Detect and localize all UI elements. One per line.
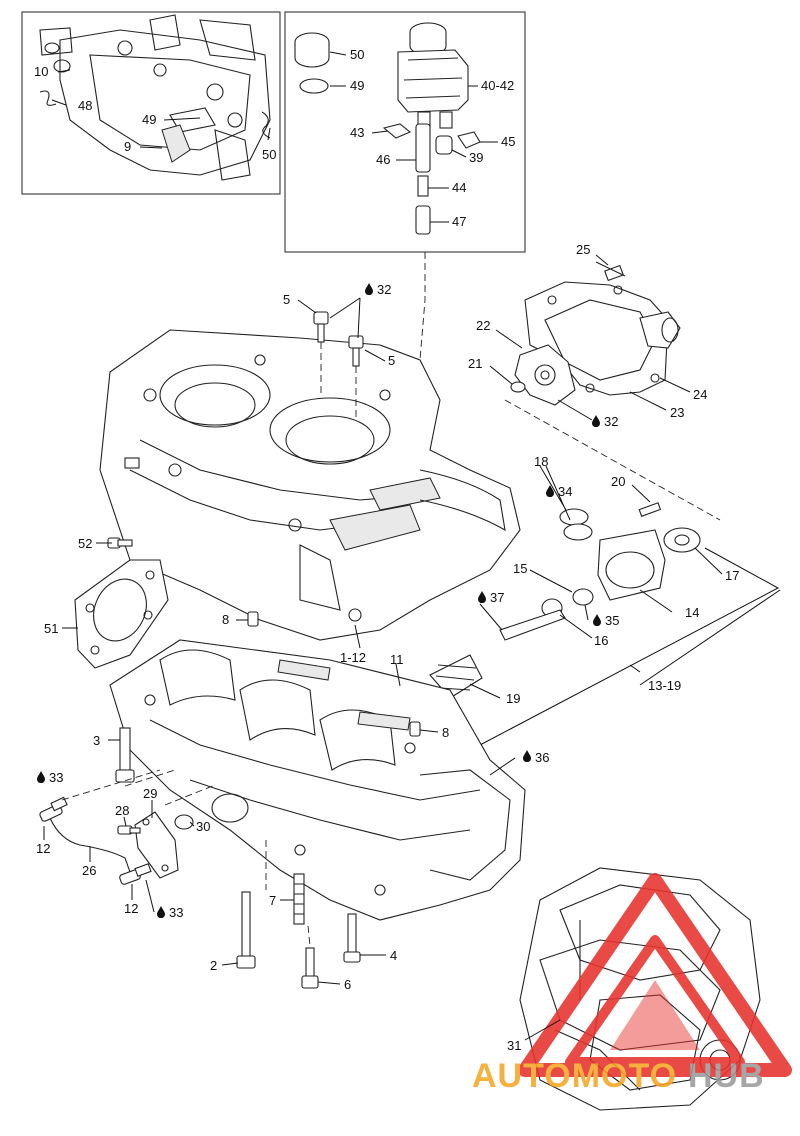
oil-drop-icon <box>593 614 601 626</box>
bottom-bolts-drawing <box>236 840 361 989</box>
dowel-pin-upper <box>247 611 259 627</box>
callout-25: 25 <box>576 242 590 257</box>
callout-29: 29 <box>143 786 157 801</box>
callout-49: 49 <box>142 112 156 127</box>
callout-12-lower: 12 <box>124 901 138 916</box>
callout-12-upper: 12 <box>36 841 50 856</box>
callout-50: 50 <box>262 147 276 162</box>
callout-31: 31 <box>507 1038 521 1053</box>
callout-23: 23 <box>670 405 684 420</box>
leader-lines <box>43 51 781 1041</box>
callout-39: 39 <box>469 150 483 165</box>
oil-drop-icon <box>523 750 531 762</box>
oil-drop-icon <box>592 415 600 427</box>
callout-52: 52 <box>78 536 92 551</box>
callout-19: 19 <box>506 691 520 706</box>
shaft-assembly-drawing <box>387 502 701 708</box>
water-pump-axis <box>504 399 721 521</box>
inset-left-drawing <box>39 14 271 181</box>
callout-5-upper: 5 <box>283 292 290 307</box>
callout-4: 4 <box>390 948 397 963</box>
callout-22: 22 <box>476 318 490 333</box>
callout-13-19: 13-19 <box>648 678 681 693</box>
callout-37: 37 <box>490 590 504 605</box>
callout-16: 16 <box>594 633 608 648</box>
callout-11: 11 <box>390 652 404 667</box>
callout-32-pump: 32 <box>604 414 618 429</box>
callout-44: 44 <box>452 180 466 195</box>
upper-crankcase-drawing <box>99 329 521 641</box>
callout-33-lower: 33 <box>169 905 183 920</box>
inset-box-left <box>21 11 281 195</box>
lower-crankcase-drawing <box>109 639 526 921</box>
bolts-5-drawing <box>313 311 364 420</box>
callout-45: 45 <box>501 134 515 149</box>
cover-29-drawing <box>117 784 216 879</box>
callout-labels: 10 48 49 9 50 50 49 40-42 43 45 46 39 44… <box>34 47 739 1053</box>
oil-drop-icon <box>157 906 165 918</box>
callout-9: 9 <box>124 139 131 154</box>
callout-51: 51 <box>44 621 58 636</box>
callout-17: 17 <box>725 568 739 583</box>
callout-6: 6 <box>344 977 351 992</box>
dowel-pin-lower <box>409 721 421 737</box>
callout-3: 3 <box>93 733 100 748</box>
cover-plate-drawing <box>74 537 169 669</box>
callout-14: 14 <box>685 605 699 620</box>
callout-24: 24 <box>693 387 707 402</box>
oil-drop-icon <box>478 591 486 603</box>
callout-8-lower: 8 <box>442 725 449 740</box>
callout-1-12: 1-12 <box>340 650 366 665</box>
callout-35: 35 <box>605 613 619 628</box>
watermark-text-automoto: AUTOMOTO <box>472 1057 677 1095</box>
oil-drop-icon <box>365 283 373 295</box>
callout-30: 30 <box>196 819 210 834</box>
callout-5-lower: 5 <box>388 353 395 368</box>
callout-34: 34 <box>558 484 572 499</box>
callout-26: 26 <box>82 863 96 878</box>
callout-50-cap: 50 <box>350 47 364 62</box>
water-pump-housing-drawing <box>510 261 681 406</box>
callout-7: 7 <box>269 893 276 908</box>
oil-line-drawing <box>39 769 161 885</box>
callout-15: 15 <box>513 561 527 576</box>
callout-28: 28 <box>115 803 129 818</box>
callout-10: 10 <box>34 64 48 79</box>
callout-2: 2 <box>210 958 217 973</box>
callout-36: 36 <box>535 750 549 765</box>
inset-oil-reservoir-drawing <box>294 22 481 235</box>
callout-21: 21 <box>468 356 482 371</box>
callout-32-upper: 32 <box>377 282 391 297</box>
callout-20: 20 <box>611 474 625 489</box>
callout-18: 18 <box>534 454 548 469</box>
inset-box-oil-reservoir <box>284 11 526 253</box>
callout-8-upper: 8 <box>222 612 229 627</box>
callout-40-42: 40-42 <box>481 78 514 93</box>
watermark-logo: AUTOMOTO HUB <box>472 873 792 1095</box>
callout-46: 46 <box>376 152 390 167</box>
callout-48: 48 <box>78 98 92 113</box>
callout-49-seal: 49 <box>350 78 364 93</box>
callout-47: 47 <box>452 214 466 229</box>
callout-43: 43 <box>350 125 364 140</box>
callout-33-upper: 33 <box>49 770 63 785</box>
oil-drop-icon <box>37 771 45 783</box>
watermark-text-hub: HUB <box>688 1057 765 1095</box>
